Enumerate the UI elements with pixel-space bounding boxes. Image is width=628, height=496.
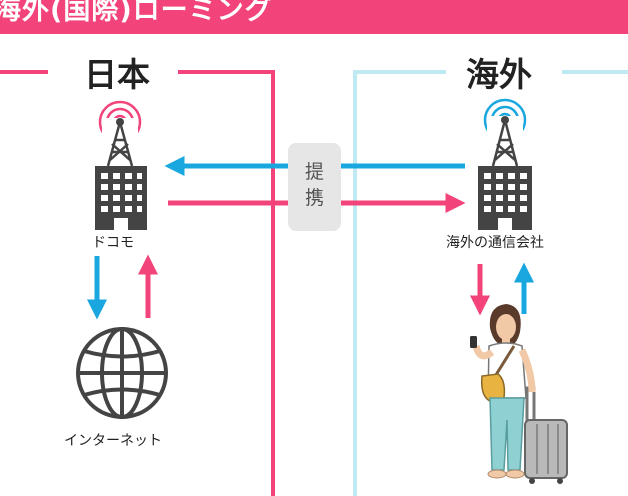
header-bar: 海外(国際)ローミング	[0, 0, 628, 34]
overseas-carrier-label: 海外の通信会社	[446, 235, 544, 251]
japan-panel-frame	[0, 70, 275, 496]
page-title: 海外(国際)ローミング	[0, 0, 273, 26]
jp-office-building-icon	[95, 166, 147, 230]
overseas-office-building-icon	[478, 166, 532, 230]
traveler-with-suitcase-icon	[470, 304, 568, 484]
overseas-antenna-tower-icon	[483, 98, 527, 168]
japan-panel-title: 日本	[70, 55, 164, 95]
partnership-badge: 提 携	[288, 143, 341, 231]
docomo-label: ドコモ	[92, 235, 134, 251]
jp-antenna-tower-icon	[98, 100, 142, 168]
partnership-char: 提	[304, 161, 324, 183]
internet-label: インターネット	[64, 433, 162, 449]
overseas-panel-title: 海外	[452, 55, 546, 95]
partnership-char: 携	[304, 187, 324, 209]
globe-icon	[76, 327, 168, 419]
overseas-panel-frame	[353, 70, 628, 496]
